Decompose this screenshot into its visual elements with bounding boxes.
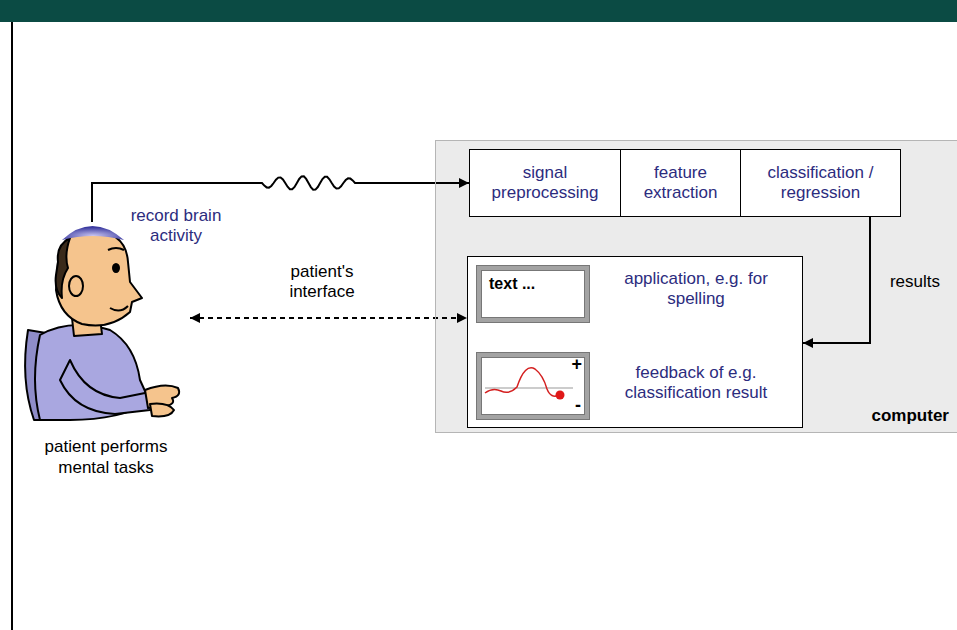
node-text: text ...: [489, 274, 535, 293]
node-text: classification / regression: [747, 163, 894, 204]
process-box: classification / regression: [740, 149, 901, 217]
edge-label: patient's interface: [258, 262, 386, 303]
feedback-graph: [481, 357, 585, 415]
edge-label: results: [880, 272, 950, 292]
node-text: feedback of e.g. classification result: [596, 363, 796, 404]
computer-panel: signal preprocessing feature extraction cl…: [435, 140, 957, 433]
node-text: -: [575, 395, 581, 417]
node-text: feature extraction: [627, 163, 734, 204]
screen-box: text ...: [477, 266, 589, 322]
computer-panel-fill: [435, 140, 957, 433]
node-text: +: [571, 354, 582, 376]
feedback-screen: +-: [477, 353, 589, 419]
baseline: [485, 388, 573, 389]
node-text: signal preprocessing: [476, 163, 614, 204]
process-box: feature extraction: [620, 149, 741, 217]
node-text: application, e.g. for spelling: [596, 269, 796, 310]
connector-arrow: [190, 317, 467, 319]
feedback-dot: [556, 391, 565, 400]
annotation-label: record brain activity: [118, 206, 234, 247]
frame-line: [11, 22, 13, 630]
process-box: signal preprocessing: [469, 149, 621, 217]
node-text: patient performs mental tasks: [22, 437, 190, 478]
node-text: computer: [872, 406, 949, 426]
patient-figure: [25, 226, 179, 420]
connector-arrow: [803, 217, 870, 343]
patient-figure-node: patient performs mental tasks: [22, 222, 190, 480]
top-bar: [0, 0, 957, 22]
interface-box: text ...+-application, e.g. for spelling…: [467, 256, 803, 428]
signal-curve: [485, 368, 559, 396]
